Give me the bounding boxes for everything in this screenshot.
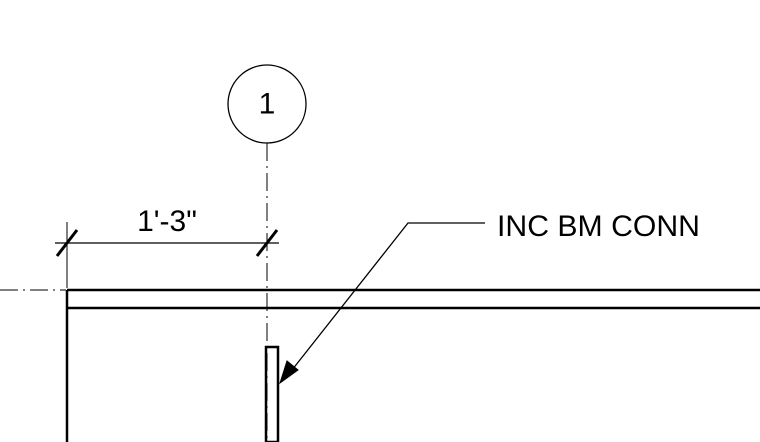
beam — [65, 288, 760, 442]
connection-plate — [264, 345, 280, 442]
leader-arrowhead — [279, 360, 299, 385]
dimension-text: 1'-3" — [137, 205, 197, 238]
leader-line — [291, 222, 485, 371]
dimension-tick-left — [55, 229, 79, 257]
dimension-tick-right — [255, 229, 279, 257]
note-text: INC BM CONN — [497, 210, 700, 243]
dimension-annotation: 1'-3" — [55, 205, 279, 288]
note-leader — [279, 222, 485, 385]
grid-marker: 1 — [227, 64, 307, 144]
grid-bubble-label: 1 — [259, 88, 276, 121]
